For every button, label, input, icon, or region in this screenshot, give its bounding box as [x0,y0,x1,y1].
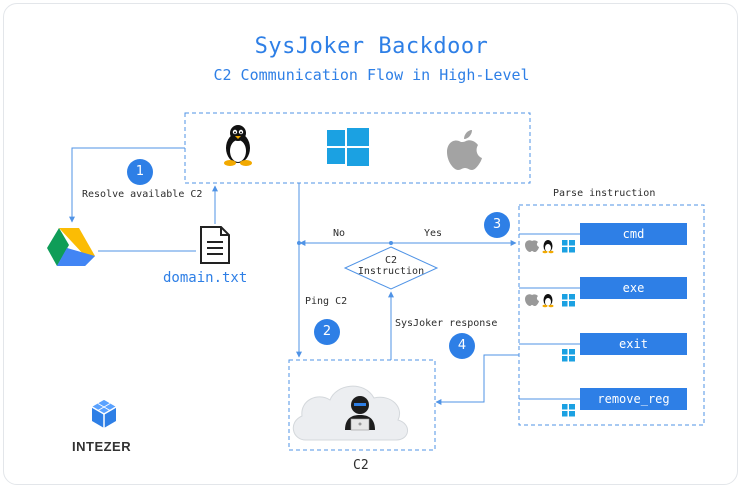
decision-yes-label: Yes [424,228,443,239]
command-cmd: cmd [580,223,687,245]
decision-diamond [343,246,439,290]
domain-file-label: domain.txt [163,270,248,286]
decision-no-label: No [333,228,346,239]
google-drive-icon [47,228,95,266]
step-1-badge: 1 [127,159,153,185]
arrow-response [435,354,519,405]
remove-reg-windows-icon [562,404,575,417]
step-3-badge: 3 [484,212,510,238]
decision-line1: C2 [384,255,398,266]
arrow-resolve-c2 [69,147,185,223]
brand-name: INTEZER [72,439,132,454]
diagram-subtitle: C2 Communication Flow in High-Level [213,66,530,84]
windows-icon [327,128,369,166]
decision-line2: Instruction [357,266,425,277]
linux-icon [224,125,252,166]
cmd-os-icons [525,240,575,254]
parse-instruction-label: Parse instruction [553,188,656,199]
command-panel [518,204,705,426]
exit-windows-icon [562,349,575,362]
diagram-title: SysJoker Backdoor [254,34,489,59]
step-2-badge: 2 [314,319,340,345]
command-exit: exit [580,333,687,355]
hacker-icon [345,396,375,431]
ping-c2-label: Ping C2 [305,296,348,307]
cloud-icon [292,385,408,441]
intezer-logo [91,400,117,428]
command-exe: exe [580,277,687,299]
command-remove-reg: remove_reg [580,388,687,410]
exe-os-icons [525,294,575,308]
sysjoker-response-label: SysJoker response [395,318,498,329]
step-4-badge: 4 [449,333,475,359]
resolve-c2-label: Resolve available C2 [82,189,203,200]
c2-box [288,359,436,451]
apple-icon [447,130,482,170]
document-icon [200,226,230,264]
c2-label: C2 [353,458,369,473]
